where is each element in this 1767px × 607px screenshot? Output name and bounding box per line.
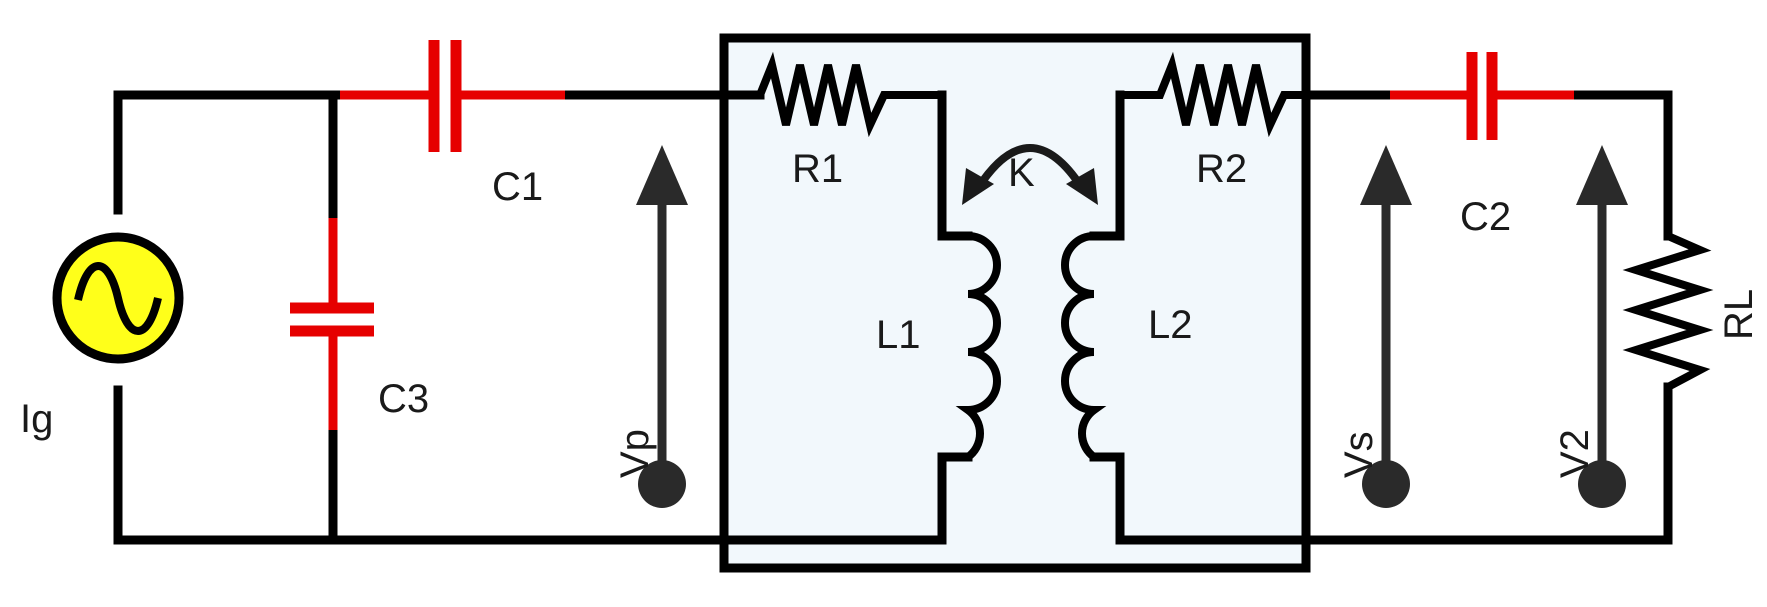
resistor-r2 — [1120, 51, 1306, 138]
transformer-box — [719, 33, 1311, 573]
vp-arrowhead-icon — [636, 145, 688, 205]
label-r1: R1 — [792, 147, 843, 191]
label-l1: L1 — [876, 313, 921, 357]
coupling-arrowhead-left-icon — [962, 168, 994, 205]
label-vs: Vs — [1337, 431, 1381, 478]
voltage-arrow-vs — [1360, 145, 1412, 508]
primary-wiring — [113, 90, 947, 545]
inductor-l1 — [937, 90, 1001, 545]
label-l2: L2 — [1148, 303, 1193, 347]
label-v2: V2 — [1553, 429, 1597, 478]
voltage-arrow-v2 — [1576, 145, 1628, 508]
label-c1: C1 — [492, 165, 543, 209]
coupling-arrowhead-right-icon — [1066, 168, 1098, 205]
resistor-r1 — [756, 51, 942, 138]
label-ig: Ig — [20, 397, 53, 441]
v2-arrowhead-icon — [1576, 145, 1628, 205]
sine-wave-icon — [74, 262, 162, 335]
resistor-rl — [1622, 232, 1714, 391]
secondary-wiring — [1115, 90, 1673, 545]
label-c2: C2 — [1460, 195, 1511, 239]
inductor-l2 — [1061, 90, 1125, 545]
capacitor-c1 — [340, 40, 565, 152]
label-rl: RL — [1717, 289, 1761, 340]
label-r2: R2 — [1196, 147, 1247, 191]
label-vp: Vp — [613, 429, 657, 478]
label-k: K — [1008, 151, 1035, 195]
ac-source — [52, 232, 184, 364]
vs-arrowhead-icon — [1360, 145, 1412, 205]
coupling-arrow — [962, 144, 1098, 205]
voltage-arrow-vp — [636, 145, 688, 508]
label-c3: C3 — [378, 377, 429, 421]
capacitor-c2 — [1390, 52, 1574, 140]
capacitor-c3 — [290, 218, 374, 430]
